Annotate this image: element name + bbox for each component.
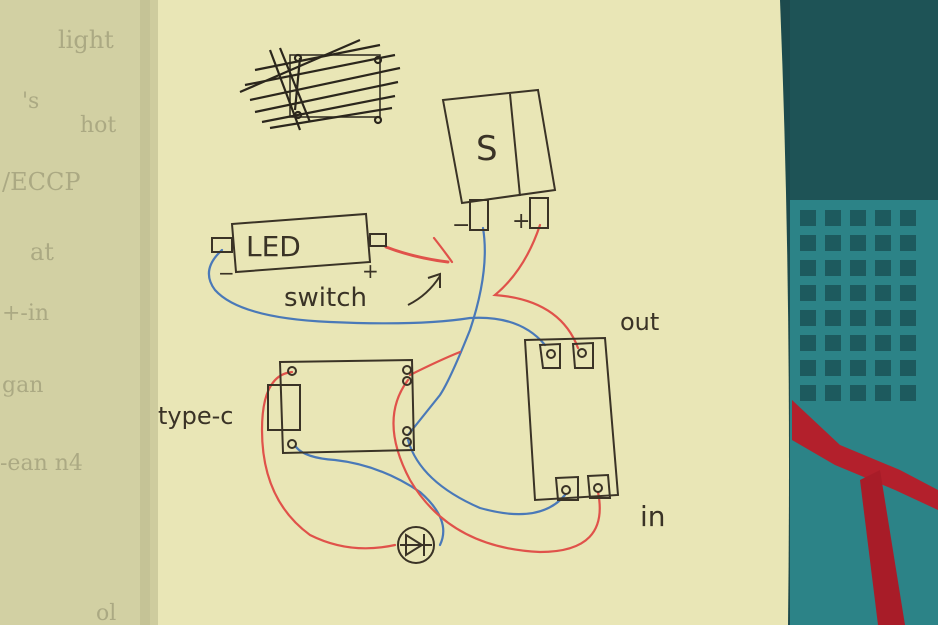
left-fragment: /ECCP — [2, 168, 80, 196]
blue-wire-diode — [294, 445, 445, 547]
left-fragment: hot — [80, 113, 116, 138]
blue-wire-board-in — [406, 438, 567, 516]
red-wire-board-top — [408, 350, 462, 377]
left-page-writing: light 's hot /ECCP at +-in gan -ean n4 o… — [0, 26, 116, 625]
psu-symbol: S — [476, 129, 498, 169]
led-module — [211, 212, 387, 274]
blue-wire-psu — [406, 226, 486, 437]
left-fragment: gan — [2, 373, 43, 398]
in-label: in — [640, 500, 666, 533]
gutter-shadow — [140, 0, 158, 625]
psu-plus-label: + — [512, 209, 530, 234]
led-minus-label: − — [218, 261, 235, 285]
right-page — [150, 0, 789, 625]
charger-board — [267, 358, 416, 455]
red-wire-led-plus — [384, 245, 450, 264]
power-supply — [441, 88, 557, 231]
led-plus-label: + — [362, 259, 379, 283]
red-band — [792, 400, 938, 510]
red-wire-switch — [432, 236, 454, 264]
type-c-label: type-c — [158, 402, 233, 430]
left-fragment: light — [58, 26, 114, 54]
switch-label: switch — [284, 283, 367, 313]
out-label: out — [620, 308, 659, 336]
diode-icon — [397, 526, 435, 564]
wires — [207, 223, 601, 554]
left-fragment: 's — [22, 89, 39, 114]
red-band-lower — [860, 470, 905, 625]
red-wire-psu-plus — [492, 223, 580, 350]
converter-module — [523, 336, 620, 502]
left-fragment: at — [30, 238, 54, 266]
left-fragment: +-in — [2, 301, 49, 326]
blue-wire-led — [207, 248, 547, 347]
mat-grid — [790, 0, 938, 625]
switch-arrow — [407, 272, 441, 306]
red-wire-board-in — [392, 378, 601, 554]
psu-minus-label: − — [452, 213, 470, 238]
left-page — [0, 0, 150, 625]
left-fragment: -ean n4 — [0, 451, 83, 476]
led-label: LED — [246, 230, 301, 263]
scribble-crossout — [239, 38, 401, 131]
left-fragment: ol — [96, 601, 116, 625]
